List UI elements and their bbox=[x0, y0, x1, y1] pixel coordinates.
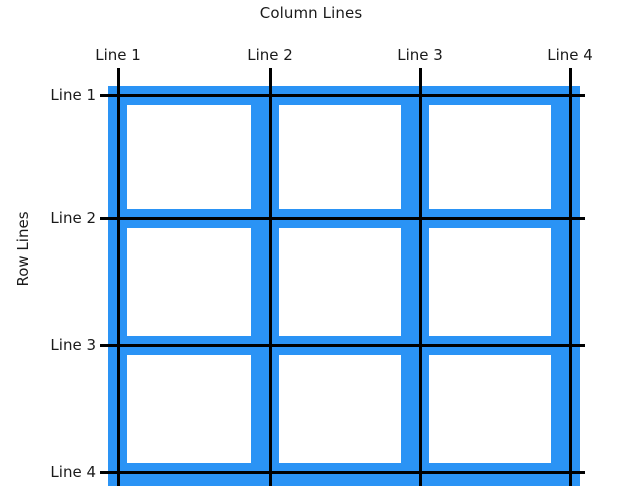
grid-cell bbox=[127, 228, 251, 336]
grid-cell bbox=[279, 228, 401, 336]
grid-cell bbox=[279, 355, 401, 463]
column-line-label: Line 3 bbox=[397, 46, 443, 64]
row-line-label: Line 1 bbox=[50, 86, 96, 104]
column-line-label: Line 4 bbox=[547, 46, 593, 64]
grid-cell bbox=[429, 105, 551, 209]
row-axis-title: Row Lines bbox=[14, 211, 32, 287]
column-line-rule bbox=[117, 68, 120, 486]
grid-cell bbox=[127, 105, 251, 209]
column-line-rule bbox=[419, 68, 422, 486]
grid-cell bbox=[429, 355, 551, 463]
row-line-rule bbox=[100, 217, 585, 220]
row-line-label: Line 2 bbox=[50, 209, 96, 227]
row-line-label: Line 3 bbox=[50, 336, 96, 354]
row-line-rule bbox=[100, 344, 585, 347]
column-line-label: Line 1 bbox=[95, 46, 141, 64]
grid-cell bbox=[429, 228, 551, 336]
row-line-label: Line 4 bbox=[50, 463, 96, 481]
row-line-rule bbox=[100, 94, 585, 97]
grid-cell bbox=[127, 355, 251, 463]
column-line-rule bbox=[269, 68, 272, 486]
column-line-rule bbox=[569, 68, 572, 486]
grid-cell bbox=[279, 105, 401, 209]
column-line-label: Line 2 bbox=[247, 46, 293, 64]
diagram-title: Column Lines bbox=[259, 4, 363, 22]
row-line-rule bbox=[100, 471, 585, 474]
